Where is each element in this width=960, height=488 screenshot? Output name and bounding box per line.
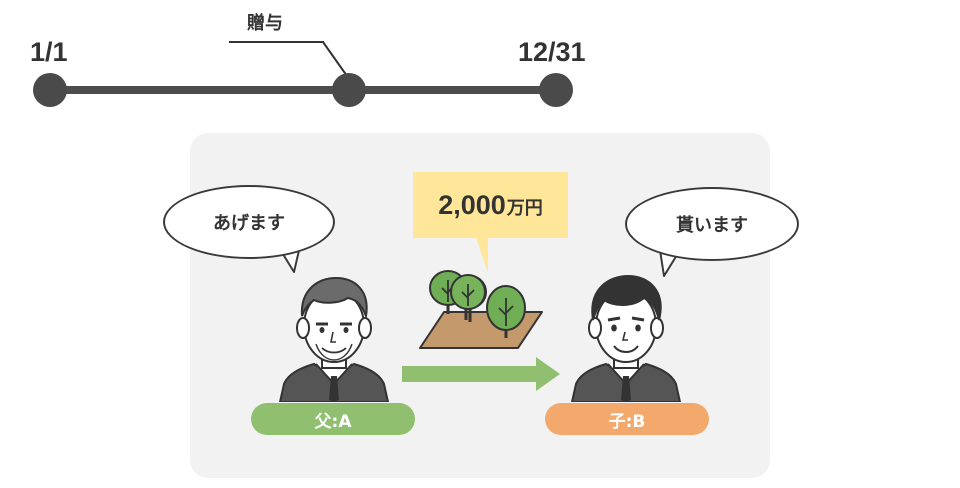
receiver-speech-bubble: 貰います (625, 187, 799, 261)
timeline-event-label: 贈与 (247, 13, 283, 34)
amount-tag-pointer (476, 237, 488, 273)
gift-amount-tag: 2,000 万円 (413, 172, 568, 238)
forest-land-icon (419, 270, 543, 349)
giver-speech-bubble: あげます (163, 185, 335, 259)
timeline-leader-diagonal (322, 41, 348, 77)
giver-speech-text: あげます (213, 213, 285, 234)
timeline-start-dot (33, 73, 67, 107)
timeline-leader-line (229, 41, 324, 43)
giver-name-pill: 父:A (251, 403, 415, 435)
gift-amount-unit: 万円 (506, 198, 543, 219)
receiver-speech-text: 貰います (676, 215, 748, 236)
receiver-name-label: 子:B (608, 411, 646, 432)
timeline-start-date: 1/1 (30, 37, 68, 67)
son-avatar (570, 274, 682, 402)
receiver-name-pill: 子:B (545, 403, 709, 435)
timeline-line (50, 86, 556, 94)
father-avatar (278, 276, 390, 402)
timeline-end-dot (539, 73, 573, 107)
timeline-end-date: 12/31 (518, 37, 586, 67)
giver-name-label: 父:A (314, 411, 352, 432)
timeline-event-dot (332, 73, 366, 107)
arrow-right-icon (402, 357, 560, 391)
gift-amount-value: 2,000 (438, 189, 506, 220)
